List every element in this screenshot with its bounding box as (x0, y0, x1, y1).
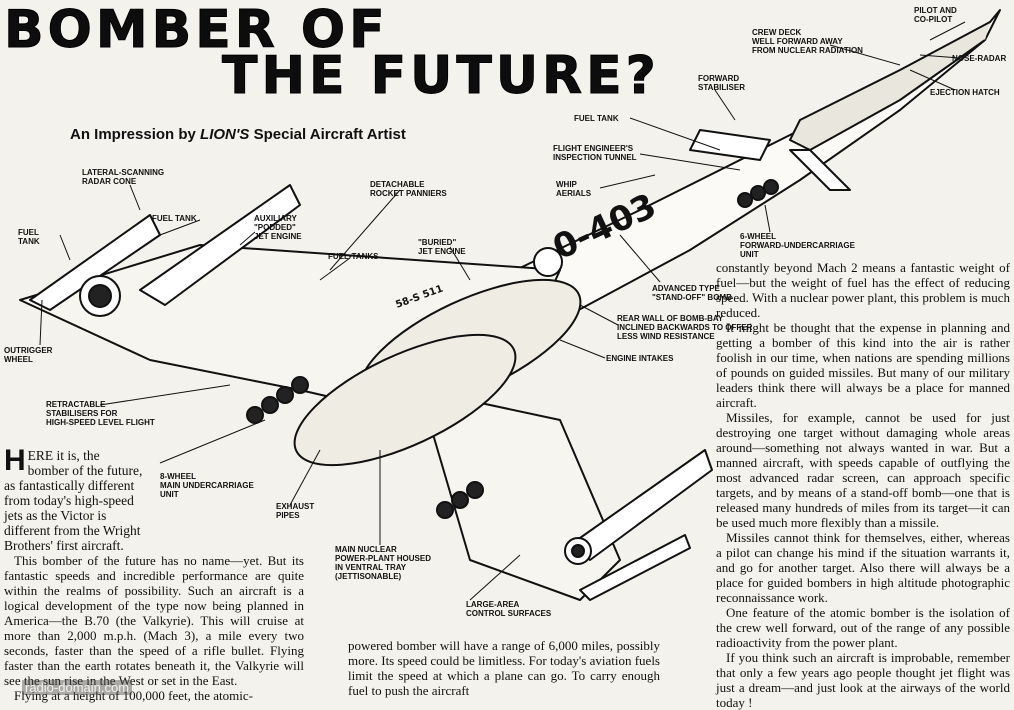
article-paragraph: constantly beyond Mach 2 means a fantast… (716, 260, 1010, 320)
lead-text: ERE it is, the bomber of the future, as … (4, 448, 143, 553)
label-outrigger-wheel: OUTRIGGER WHEEL (4, 346, 53, 364)
roundel-wing (79, 275, 121, 317)
main-undercarriage-wheels (246, 376, 309, 424)
subtitle-brand: LION'S (200, 126, 250, 143)
article-paragraph: One feature of the atomic bomber is the … (716, 605, 1010, 650)
label-whip-aerials: WHIP AERIALS (556, 180, 592, 198)
left-fuel-pod (29, 214, 161, 311)
forward-undercarriage-wheels (737, 179, 779, 208)
label-engine-intakes: ENGINE INTAKES (606, 354, 674, 363)
drop-cap: H (4, 444, 26, 477)
article-paragraph: Missiles, for example, cannot be used fo… (716, 410, 1010, 530)
forward-stabiliser-lower (789, 149, 851, 191)
subtitle-suffix: Special Aircraft Artist (249, 126, 406, 143)
label-flight-engineer: FLIGHT ENGINEER'S INSPECTION TUNNEL (553, 144, 637, 162)
article-column-2: powered bomber will have a range of 6,00… (348, 638, 660, 698)
label-lateral-radar: LATERAL-SCANNING RADAR CONE (82, 168, 165, 186)
forward-stabiliser (689, 129, 771, 161)
roundel-lower-wing (564, 537, 592, 565)
label-rear-wall: REAR WALL OF BOMB-BAY INCLINED BACKWARDS… (617, 314, 753, 341)
label-power-plant: MAIN NUCLEAR POWER-PLANT HOUSED IN VENTR… (335, 545, 431, 581)
headline-line-2: THE FUTURE? (222, 46, 660, 107)
label-forward-undercarriage: 6-WHEEL FORWARD-UNDERCARRIAGE UNIT (740, 232, 855, 259)
label-main-undercarriage: 8-WHEEL MAIN UNDERCARRIAGE UNIT (160, 472, 254, 499)
roundel-fuselage (533, 247, 563, 277)
label-rocket-panniers: DETACHABLE ROCKET PANNIERS (370, 180, 447, 198)
label-auxiliary-engine: AUXILIARY "PODDED" JET ENGINE (254, 214, 302, 241)
subtitle: An Impression by LION'S Special Aircraft… (70, 126, 406, 143)
watermark: radio-domain.com (22, 680, 133, 695)
headline-line-1: BOMBER OF (4, 0, 389, 61)
label-buried-engine: "BURIED" JET ENGINE (418, 238, 466, 256)
article-paragraph: powered bomber will have a range of 6,00… (348, 638, 660, 698)
label-fuel-tanks: FUEL-TANKS (328, 252, 379, 261)
label-ejection-hatch: EJECTION HATCH (930, 88, 1000, 97)
label-fuel-tank-top: FUEL TANK (574, 114, 619, 123)
engine-nacelle-2 (293, 333, 517, 467)
label-control-surfaces: LARGE-AREA CONTROL SURFACES (466, 600, 552, 618)
label-nose-radar: NOSE-RADAR (952, 54, 1007, 63)
article-column-3: constantly beyond Mach 2 means a fantast… (716, 260, 1010, 710)
label-fuel-tank-left: FUEL TANK (18, 228, 40, 246)
article-paragraph: It might be thought that the expense in … (716, 320, 1010, 410)
aux-engine-pod (139, 184, 301, 306)
label-pilot: PILOT AND CO-PILOT (914, 6, 957, 24)
label-forward-stabiliser: FORWARD STABILISER (698, 74, 745, 92)
label-standoff-bomb: ADVANCED TYPE "STAND-OFF" BOMB (652, 284, 732, 302)
label-crew-deck: CREW DECK WELL FORWARD AWAY FROM NUCLEAR… (752, 28, 863, 55)
label-fuel-tank-pod: FUEL TANK (152, 214, 197, 223)
right-engine-pod (569, 449, 713, 561)
rear-undercarriage-wheels (436, 481, 484, 519)
lower-tail-pod (579, 534, 691, 601)
label-exhaust-pipes: EXHAUST PIPES (276, 502, 315, 520)
article-paragraph: This bomber of the future has no name—ye… (4, 553, 304, 688)
article-paragraph: If you think such an aircraft is improba… (716, 650, 1010, 710)
label-retractable-stabilisers: RETRACTABLE STABILISERS FOR HIGH-SPEED L… (46, 400, 155, 427)
article-paragraph: Missiles cannot think for themselves, ei… (716, 530, 1010, 605)
cockpit-section (789, 21, 991, 151)
subtitle-prefix: An Impression by (70, 126, 201, 143)
